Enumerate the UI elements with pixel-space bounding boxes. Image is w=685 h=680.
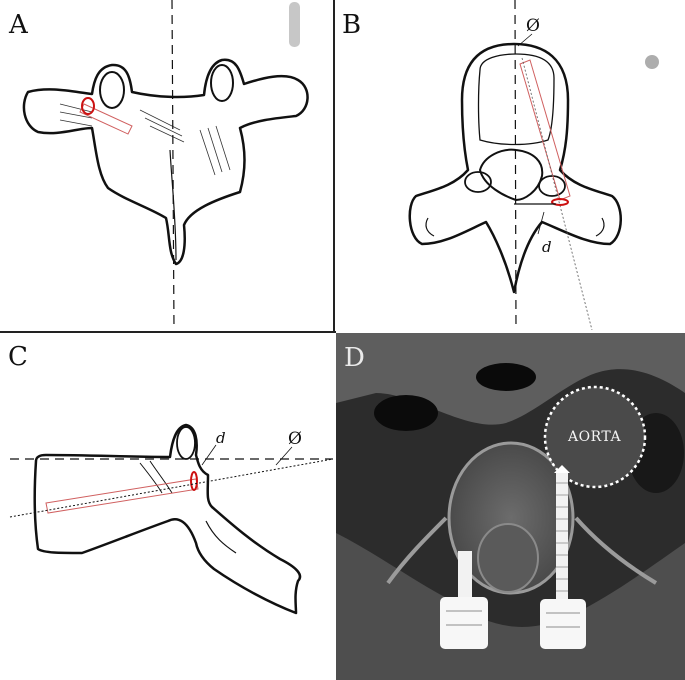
- trajectory-line-b: [521, 57, 593, 330]
- panel-b-axial-view: B Ø d: [334, 0, 685, 330]
- panel-d-letter: D: [344, 343, 365, 373]
- screw-trajectory-b: [519, 59, 571, 201]
- horizontal-divider: [0, 331, 336, 333]
- screw-right-head: [540, 599, 586, 649]
- screw-trajectory-c: [45, 478, 199, 514]
- scan-artifact: [289, 2, 300, 47]
- pedicle-lateral: [176, 426, 196, 460]
- vertebra-lateral-outline: [33, 423, 302, 615]
- panel-a-letter: A: [9, 10, 28, 40]
- distance-label-b: d: [542, 238, 552, 256]
- distance-leader-c: [201, 444, 217, 466]
- angle-leader-c: [275, 446, 293, 466]
- screw-axis-line-c: [9, 458, 333, 518]
- midline-a: [171, 0, 175, 330]
- panel-c-drawing: [9, 423, 333, 615]
- transverse-process-right-detail: [595, 217, 605, 237]
- ct-image: [336, 333, 685, 680]
- scan-artifact: [645, 55, 659, 69]
- panel-c-letter: C: [8, 342, 28, 372]
- screw-tip-arrow: [554, 465, 570, 473]
- aorta: [543, 385, 647, 489]
- screw-left-shaft: [458, 551, 472, 601]
- screw-trajectory-a: [79, 103, 133, 135]
- distance-leader-b: [537, 211, 545, 235]
- entry-point-b: [551, 198, 569, 206]
- entry-point-a: [81, 97, 95, 115]
- screw-left-head: [440, 597, 488, 649]
- rib-left: [386, 516, 448, 585]
- vertebra-posterior-outline: [22, 58, 309, 266]
- articular-process-detail: [205, 520, 237, 554]
- aorta-label: AORTA: [568, 429, 622, 445]
- screw-right-threads: [556, 482, 568, 592]
- panel-b-drawing: [408, 0, 659, 330]
- spinal-canal-ct: [477, 523, 539, 593]
- entry-point-c: [190, 471, 198, 491]
- lung-left: [374, 395, 438, 431]
- spinal-canal: [478, 148, 544, 202]
- midline-b: [514, 0, 517, 330]
- superior-facet-left: [99, 71, 125, 109]
- angle-leader-b: [517, 33, 533, 47]
- panel-b-letter: B: [342, 10, 362, 40]
- panel-c-lateral-view: C d Ø: [0, 331, 333, 680]
- angle-symbol-b: Ø: [526, 16, 540, 36]
- angle-symbol-c: Ø: [288, 429, 302, 449]
- panel-d-ct-scan: D AORTA: [336, 333, 685, 680]
- transverse-process-left-detail: [425, 217, 435, 237]
- superior-facet-right: [210, 64, 234, 102]
- panel-a-posterior-view: A: [0, 0, 333, 330]
- screw-right-shaft: [556, 473, 568, 603]
- pedicle-left: [464, 171, 492, 193]
- screw-head-details: [446, 610, 580, 628]
- lung-center: [476, 363, 536, 391]
- posterior-soft-tissue: [336, 533, 685, 680]
- vertebral-body-inner: [477, 53, 555, 146]
- panel-a-drawing: [22, 0, 309, 330]
- vertical-divider: [333, 0, 335, 333]
- lamina-hatching: [59, 103, 231, 176]
- rib-right: [574, 516, 658, 585]
- distance-label-c: d: [216, 429, 226, 447]
